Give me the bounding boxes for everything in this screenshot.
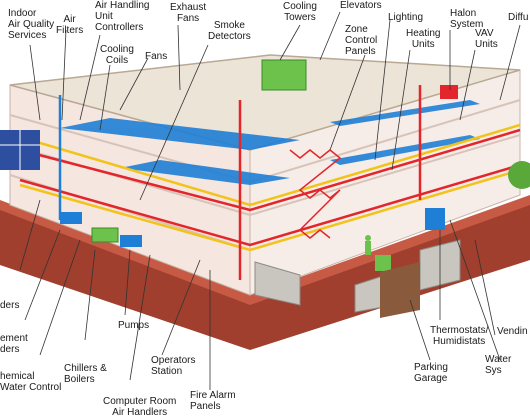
label-indoor-air-quality: Indoor Air Quality Services	[8, 8, 55, 41]
label-smoke-detectors: Smoke Detectors	[208, 20, 251, 42]
person-icon	[365, 235, 371, 255]
label-vav-units: VAV Units	[475, 28, 498, 50]
tree-icon	[508, 161, 530, 189]
label-handlers: ders	[0, 300, 20, 311]
label-computer-room-air-handlers: Computer Room Air Handlers	[103, 396, 177, 418]
label-management: ement ders	[0, 333, 28, 355]
rooftop-unit	[440, 85, 458, 99]
foundation-top	[0, 195, 530, 305]
label-elevators: Elevators	[340, 0, 382, 11]
leader-lines	[19, 11, 521, 390]
label-lighting: Lighting	[388, 12, 424, 23]
label-thermostats-humidistats: Thermostats/ Humidistats	[430, 325, 489, 347]
label-vending: Vendin	[497, 326, 528, 337]
stair-icon	[289, 149, 342, 239]
label-heating-units: Heating Units	[406, 28, 441, 50]
label-cooling-towers: Cooling Towers	[283, 1, 317, 23]
label-air-handling-unit-controllers: Air Handling Unit Controllers	[95, 0, 150, 33]
cooling-tower-icon	[261, 59, 307, 91]
parking-garage	[380, 262, 420, 318]
label-zone-control-panels: Zone Control Panels	[345, 24, 378, 57]
label-water-system: Water Sys	[485, 354, 512, 376]
label-operators-station: Operators Station	[151, 355, 196, 377]
label-fans: Fans	[145, 51, 168, 62]
label-pumps: Pumps	[118, 320, 150, 331]
pipe-icon	[19, 85, 521, 280]
label-chemical-water-control: hemical Water Control	[0, 371, 62, 393]
chiller-icon	[60, 208, 445, 271]
label-diffusers: Diffu	[508, 12, 529, 23]
label-parking-garage: Parking Garage	[414, 362, 448, 384]
label-exhaust-fans: Exhaust Fans	[170, 2, 207, 24]
label-chillers-boilers: Chillers & Boilers	[64, 363, 107, 385]
label-cooling-coils: Cooling Coils	[100, 44, 134, 66]
label-fire-alarm-panels: Fire Alarm Panels	[190, 390, 236, 412]
label-air-filters: Air Filters	[56, 14, 84, 36]
label-halon-system: Halon System	[450, 8, 484, 30]
